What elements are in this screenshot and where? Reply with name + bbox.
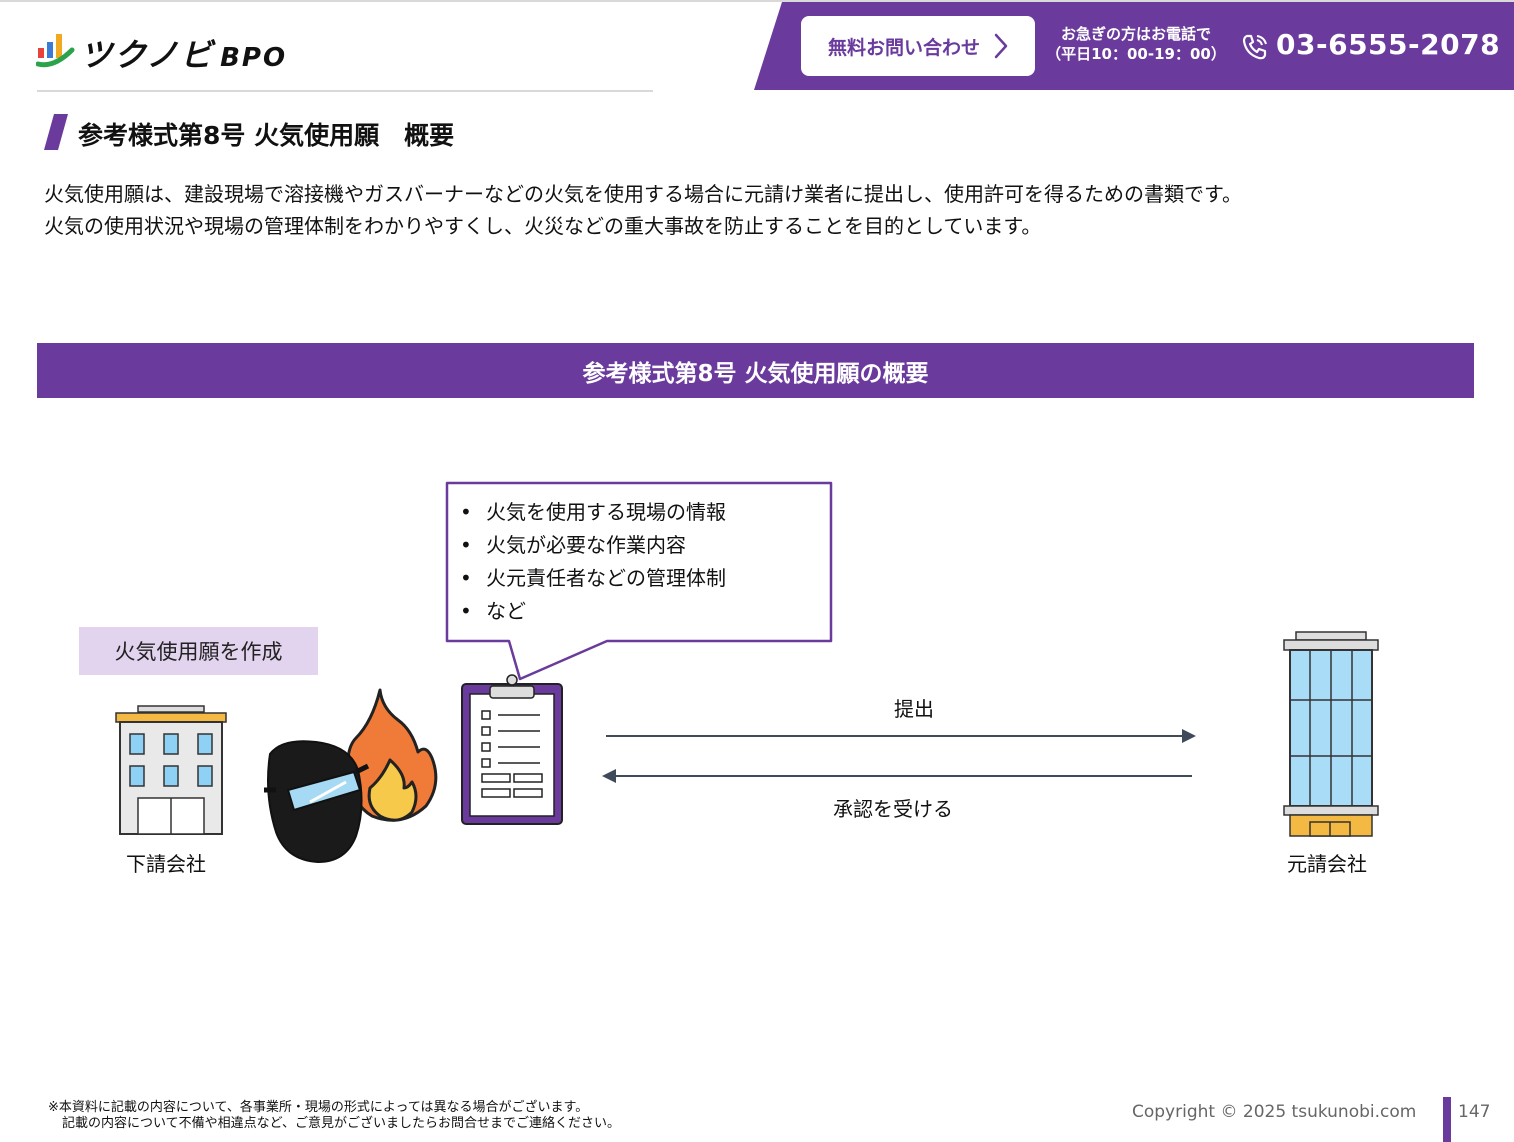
callout-item: 火気を使用する現場の情報 — [460, 496, 726, 529]
footer-note-line1: ※本資料に記載の内容について、各事業所・現場の形式によっては異なる場合がございま… — [48, 1100, 589, 1115]
diagram-title-band: 参考様式第8号 火気使用願の概要 — [37, 343, 1474, 398]
page-number-accent — [1443, 1097, 1451, 1142]
copyright: Copyright © 2025 tsukunobi.com — [1132, 1102, 1417, 1122]
logo-bars-icon — [36, 34, 75, 68]
approval-label: 承認を受ける — [833, 797, 953, 821]
prime-contractor-label: 元請会社 — [1287, 852, 1367, 876]
intro-line-2: 火気の使用状況や現場の管理体制をわかりやすくし、火災などの重大事故を防止すること… — [44, 214, 1042, 238]
callout-item: 火元責任者などの管理体制 — [460, 562, 726, 595]
phone-icon — [1242, 34, 1267, 60]
create-form-label-box: 火気使用願を作成 — [79, 627, 318, 675]
phone-number-link[interactable]: 03-6555-2078 — [1276, 28, 1501, 61]
callout-item: 火気が必要な作業内容 — [460, 529, 726, 562]
submit-label: 提出 — [894, 697, 934, 721]
page-title: 参考様式第8号 火気使用願 概要 — [78, 121, 455, 150]
diagram-title: 参考様式第8号 火気使用願の概要 — [582, 360, 929, 387]
prime-contractor-building-icon — [1283, 631, 1379, 837]
create-form-label: 火気使用願を作成 — [114, 640, 283, 664]
callout-list: 火気を使用する現場の情報 火気が必要な作業内容 火元責任者などの管理体制 など — [460, 496, 726, 628]
page-number: 147 — [1458, 1102, 1491, 1122]
free-inquiry-button-label: 無料お問い合わせ — [827, 36, 980, 59]
phone-hours-note: お急ぎの方はお電話で （平日10：00-19：00） — [1041, 24, 1231, 64]
approval-arrow-head — [602, 769, 616, 783]
footer-note-line2: 記載の内容について不備や相違点など、ご意見がございましたらお問合せまでご連絡くだ… — [62, 1116, 620, 1131]
free-inquiry-button[interactable]: 無料お問い合わせ — [801, 16, 1035, 76]
footer-disclaimer: ※本資料に記載の内容について、各事業所・現場の形式によっては異なる場合がございま… — [48, 1100, 620, 1132]
submit-arrow-head — [1182, 729, 1196, 743]
logo-name: ツクノビ — [80, 36, 215, 74]
logo-divider — [37, 90, 653, 92]
flow-arrows — [602, 729, 1196, 783]
chevron-right-icon — [994, 33, 1008, 59]
callout-item: など — [460, 595, 726, 628]
subcontractor-label: 下請会社 — [126, 852, 206, 876]
phone-hours-line2: （平日10：00-19：00） — [1046, 45, 1226, 63]
welding-fire-icon — [264, 688, 438, 864]
subcontractor-building-icon — [115, 705, 227, 835]
heading-accent-bar — [44, 114, 68, 150]
clipboard-form-icon — [461, 674, 563, 825]
intro-line-1: 火気使用願は、建設現場で溶接機やガスバーナーなどの火気を使用する場合に元請け業者… — [44, 182, 1242, 206]
logo-suffix: BPO — [220, 43, 288, 73]
intro-paragraph: 火気使用願は、建設現場で溶接機やガスバーナーなどの火気を使用する場合に元請け業者… — [44, 178, 1242, 242]
top-border — [0, 0, 1514, 2]
phone-hours-line1: お急ぎの方はお電話で — [1060, 25, 1211, 43]
